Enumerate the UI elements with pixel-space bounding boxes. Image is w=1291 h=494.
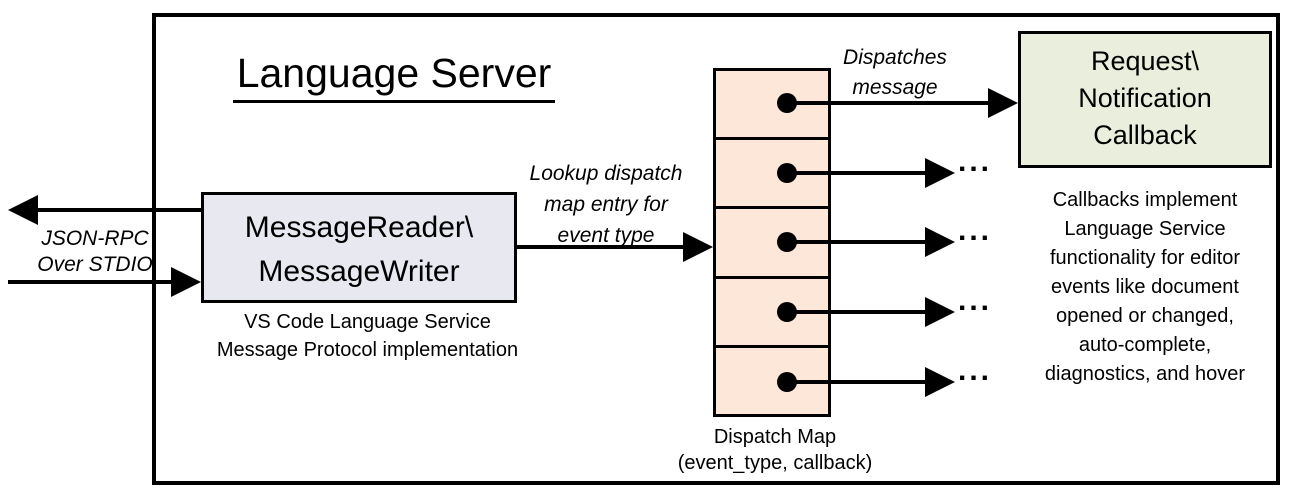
lookup-dispatch-label: Lookup dispatch map entry for event type xyxy=(518,158,694,251)
callbacks-note-line: opened or changed, xyxy=(1056,305,1234,327)
dispatch-map xyxy=(713,68,831,417)
request-notification-callback-box: Request\ Notification Callback xyxy=(1018,31,1272,168)
dispatch-map-cell-4 xyxy=(716,279,828,348)
reader-box-caption: VS Code Language Service Message Protoco… xyxy=(185,308,550,364)
lookup-label-line2: map entry for xyxy=(544,193,668,216)
dispatches-label-line1: Dispatches xyxy=(843,46,947,69)
reader-box-line2: MessageWriter xyxy=(258,255,460,288)
callbacks-note-line: diagnostics, and hover xyxy=(1044,363,1246,385)
ellipsis-row-4: ... xyxy=(958,284,993,317)
stdio-out-arrowhead-icon xyxy=(8,195,38,225)
callbacks-note-line: Callbacks implement xyxy=(1052,189,1238,211)
dispatch-caption-line1: Dispatch Map xyxy=(713,426,837,448)
callbacks-note-line: Language Service xyxy=(1064,218,1226,240)
reader-caption-line1: VS Code Language Service xyxy=(244,311,491,333)
callbacks-note-line: auto-complete, xyxy=(1078,334,1212,356)
dispatch-map-caption: Dispatch Map (event_type, callback) xyxy=(655,424,895,476)
ellipsis-row-2: ... xyxy=(958,145,993,178)
dispatch-map-cell-1 xyxy=(716,71,828,141)
callback-box-line3: Callback xyxy=(1093,120,1197,150)
dispatch-map-cell-5 xyxy=(716,348,828,414)
lookup-label-line3: event type xyxy=(557,224,655,247)
page-title: Language Server xyxy=(152,50,636,103)
message-reader-writer-box: MessageReader\ MessageWriter xyxy=(201,192,517,303)
dispatch-caption-line2: (event_type, callback) xyxy=(677,452,873,474)
stdio-label-line2: Over STDIO xyxy=(37,253,153,276)
page-title-text: Language Server xyxy=(232,50,556,103)
reader-box-line1: MessageReader\ xyxy=(244,211,474,244)
callbacks-note-line: events like document xyxy=(1051,276,1239,298)
dispatches-message-label: Dispatches message xyxy=(820,43,970,103)
callbacks-note: Callbacks implement Language Service fun… xyxy=(1016,186,1274,389)
callbacks-note-line: functionality for editor xyxy=(1049,247,1241,269)
json-rpc-stdio-label: JSON-RPC Over STDIO xyxy=(20,226,170,278)
dispatch-map-cell-2 xyxy=(716,140,828,210)
ellipsis-row-5: ... xyxy=(958,354,993,387)
dispatch-map-cell-3 xyxy=(716,209,828,279)
lookup-label-line1: Lookup dispatch xyxy=(529,162,683,185)
reader-caption-line2: Message Protocol implementation xyxy=(216,339,519,361)
dispatches-label-line2: message xyxy=(852,76,938,99)
stdio-label-line1: JSON-RPC xyxy=(41,227,149,250)
ellipsis-row-3: ... xyxy=(958,214,993,247)
callback-box-line2: Notification xyxy=(1078,83,1212,113)
callback-box-line1: Request\ xyxy=(1090,46,1200,76)
